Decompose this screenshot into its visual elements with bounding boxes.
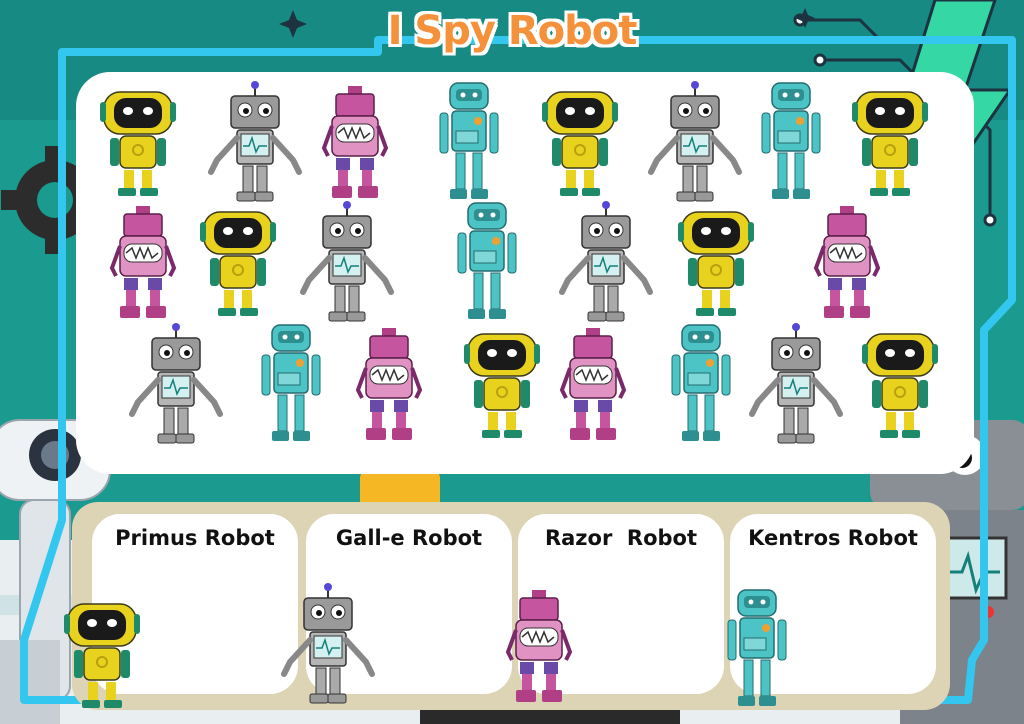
robot-pink-icon[interactable] [559,324,627,444]
robot-gray-icon[interactable] [297,200,397,324]
tally-label-kentros: Kentros Robot [748,526,918,550]
robot-yellow-icon[interactable] [860,328,940,440]
robot-teal-icon[interactable] [434,79,504,205]
tally-robot-pink-icon [505,586,573,706]
tally-robot-yellow-icon [62,598,142,710]
robot-gray-icon[interactable] [746,322,846,446]
robot-yellow-icon[interactable] [98,86,178,198]
tally-label-primus: Primus Robot [115,526,275,550]
robot-yellow-icon[interactable] [198,206,278,318]
tally-robot-gray-icon [278,582,378,706]
robot-teal-icon[interactable] [256,321,326,447]
robot-yellow-icon[interactable] [676,206,756,318]
robot-yellow-icon[interactable] [540,86,620,198]
robot-gray-icon[interactable] [205,80,305,204]
robot-pink-icon[interactable] [321,82,389,202]
robot-teal-icon[interactable] [756,79,826,205]
tally-label-razor: Razor Robot [544,526,698,550]
blue-frame [20,36,1016,704]
robot-pink-icon[interactable] [355,324,423,444]
white-robot-illustration [0,419,111,724]
robot-gray-icon[interactable] [556,200,656,324]
robot-gray-icon[interactable] [645,80,745,204]
page-title: I Spy Robot [387,8,638,54]
robot-pink-icon[interactable] [109,202,177,322]
robot-yellow-icon[interactable] [850,86,930,198]
robot-pink-icon[interactable] [813,202,881,322]
tally-robot-teal-icon [722,586,792,712]
robot-yellow-icon[interactable] [462,328,542,440]
tally-label-galle: Gall-e Robot [335,526,483,550]
robot-gray-icon[interactable] [126,322,226,446]
robot-teal-icon[interactable] [666,321,736,447]
robot-teal-icon[interactable] [452,199,522,325]
